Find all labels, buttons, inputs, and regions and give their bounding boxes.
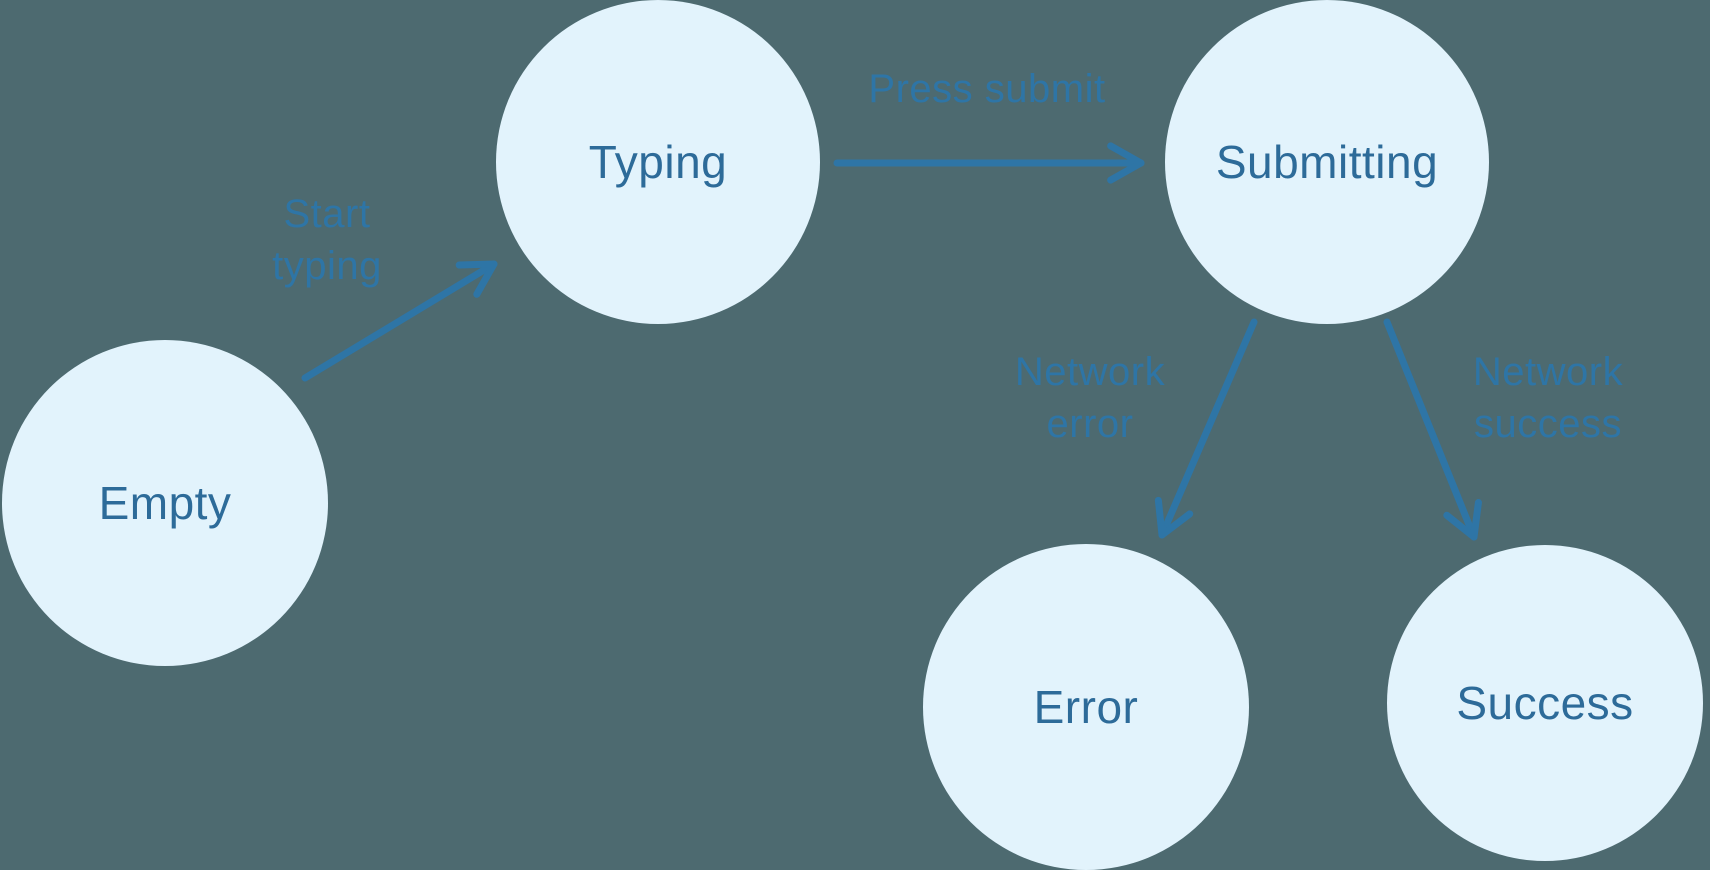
state-node-label: Typing bbox=[588, 136, 728, 188]
edge-label-network-success: Network success bbox=[1473, 346, 1623, 450]
state-node-label: Error bbox=[1033, 681, 1139, 733]
state-node-typing: Typing bbox=[496, 0, 820, 324]
edge-start-typing-arrow bbox=[301, 260, 498, 382]
edge-label-start-typing: Start typing bbox=[272, 188, 382, 292]
edge-label-line: error bbox=[1046, 402, 1134, 446]
edge-network-error-arrow bbox=[1154, 318, 1258, 539]
edge-label-line: success bbox=[1473, 402, 1622, 446]
state-node-success: Success bbox=[1387, 545, 1703, 861]
edge-label-line: Network bbox=[1472, 350, 1624, 394]
state-node-error: Error bbox=[923, 544, 1249, 870]
edge-label-line: Start bbox=[283, 192, 371, 236]
edge-network-success-arrow bbox=[1383, 318, 1482, 541]
state-node-label: Success bbox=[1456, 677, 1634, 729]
edge-label-line: Press submit bbox=[868, 67, 1106, 111]
state-node-label: Empty bbox=[98, 477, 232, 529]
state-node-submitting: Submitting bbox=[1165, 0, 1489, 324]
state-node-label: Submitting bbox=[1215, 136, 1439, 188]
edge-label-network-error: Network error bbox=[1015, 346, 1165, 450]
edge-label-press-submit: Press submit bbox=[868, 63, 1105, 115]
edge-label-line: typing bbox=[272, 244, 382, 288]
state-node-empty: Empty bbox=[2, 340, 328, 666]
edge-label-line: Network bbox=[1014, 350, 1166, 394]
